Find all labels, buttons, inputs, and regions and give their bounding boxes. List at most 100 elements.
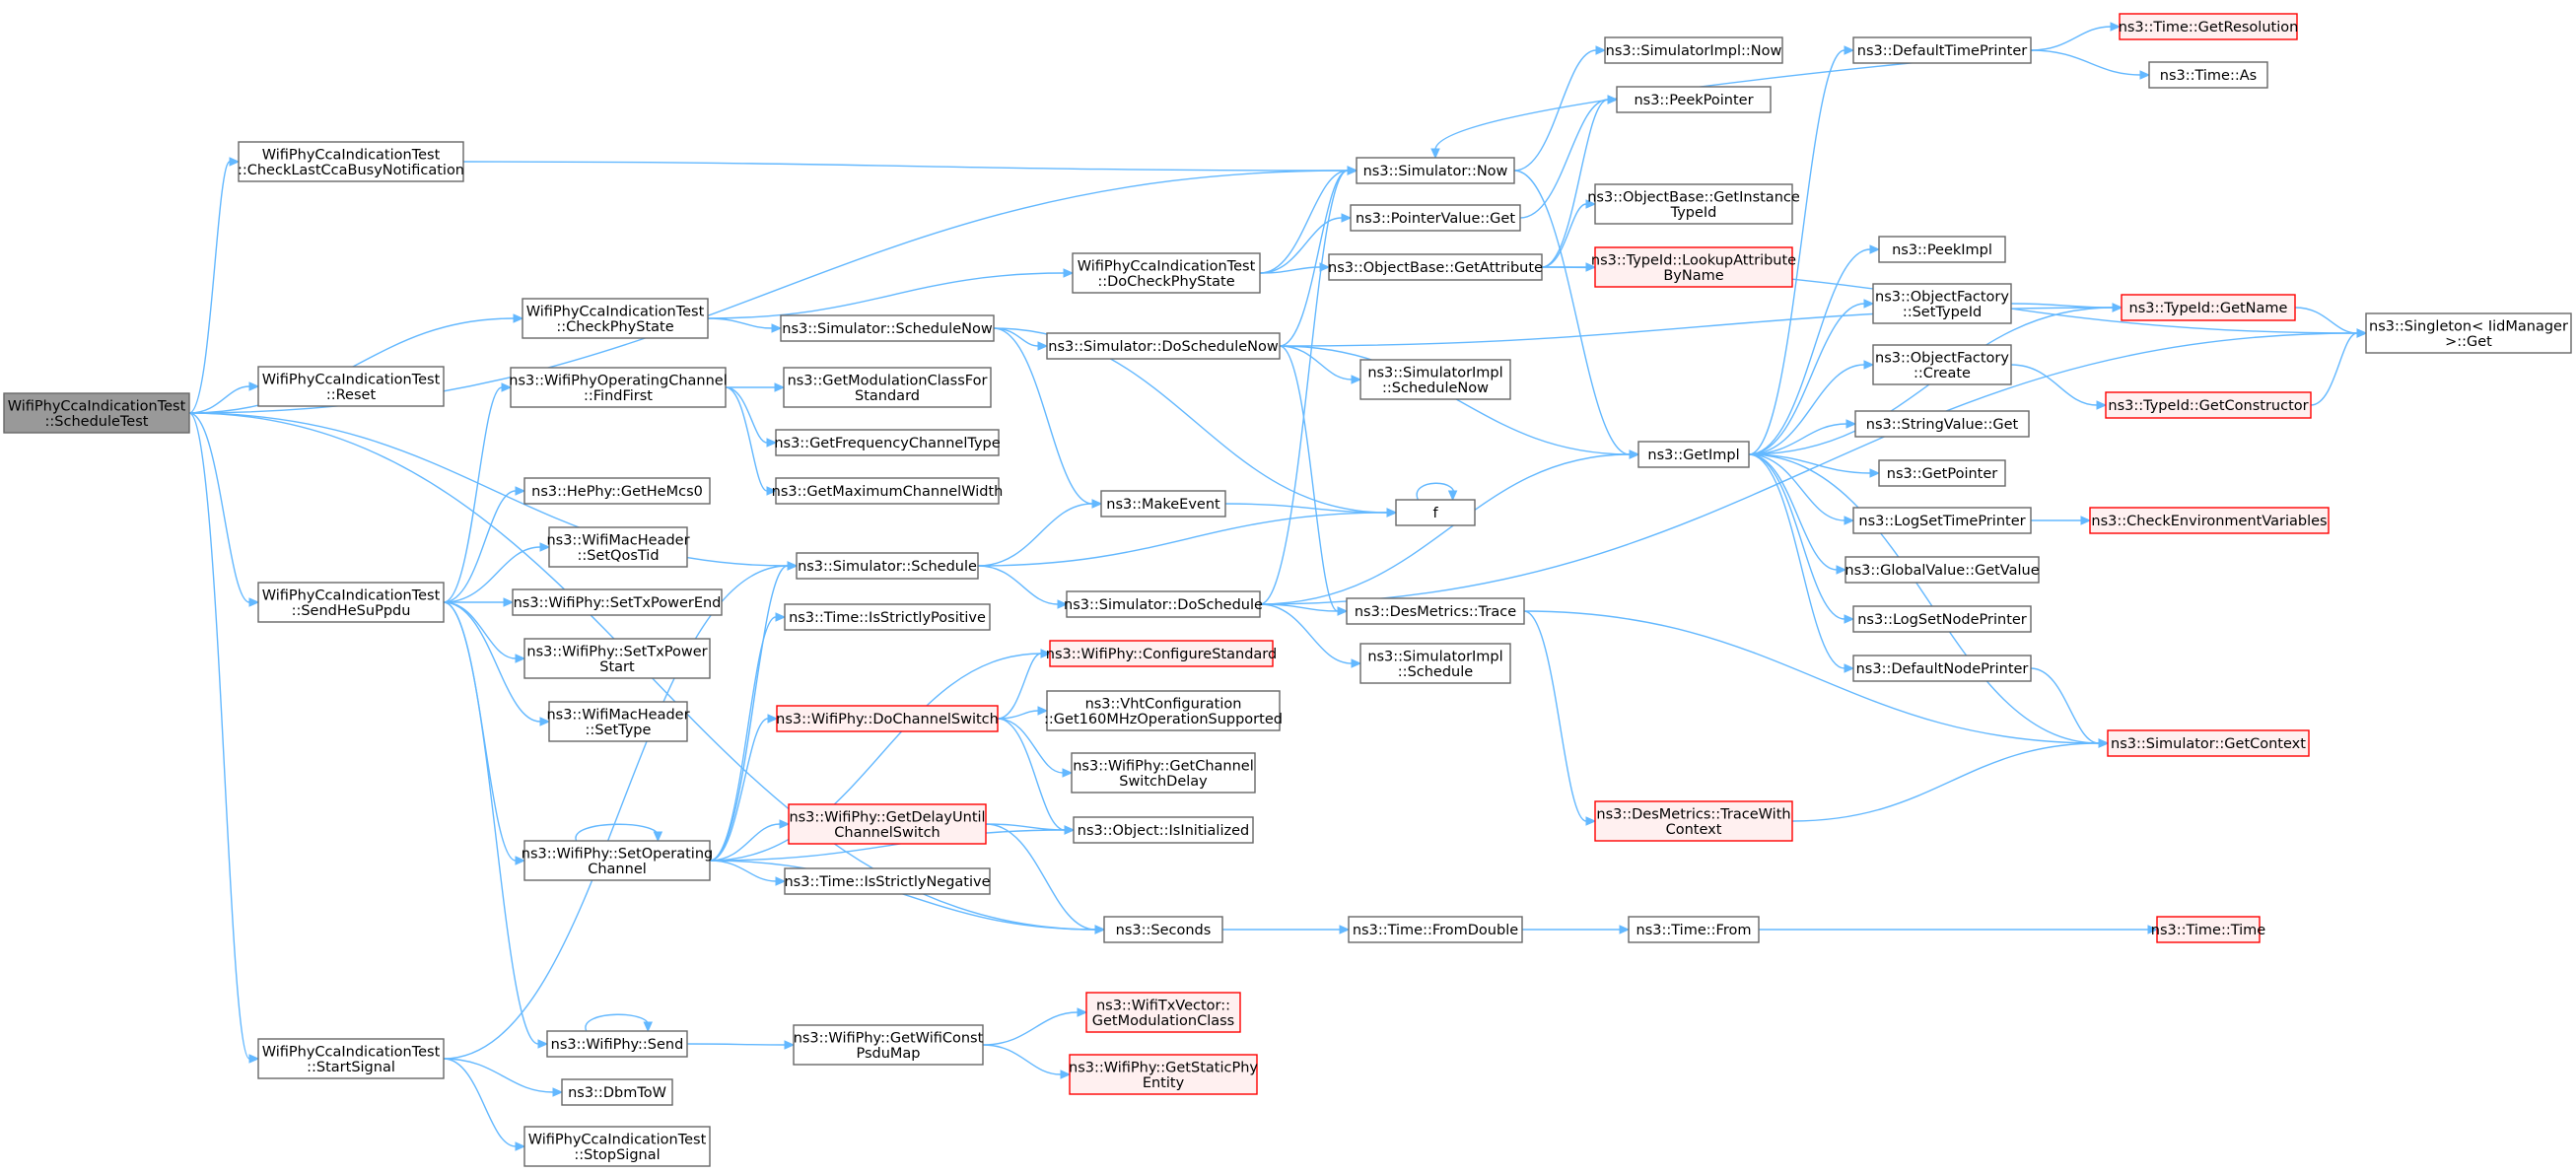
node-defTimePrinter[interactable]: ns3::DefaultTimePrinter (1852, 36, 2032, 64)
node-f[interactable]: f (1395, 499, 1476, 526)
node-dbmToW[interactable]: ns3::DbmToW (561, 1078, 673, 1106)
node-scheduleNow[interactable]: ns3::Simulator::ScheduleNow (780, 314, 995, 342)
node-simGetContext[interactable]: ns3::Simulator::GetContext (2107, 729, 2310, 757)
node-getHeMcs0[interactable]: ns3::HePhy::GetHeMcs0 (523, 477, 711, 505)
node-getAttribute[interactable]: ns3::ObjectBase::GetAttribute (1328, 253, 1543, 281)
node-getFreqChanType[interactable]: ns3::GetFrequencyChannelType (774, 429, 1001, 456)
edge-line (443, 1058, 517, 1147)
edge-arrowhead (1347, 166, 1358, 175)
node-ofSetTypeId[interactable]: ns3::ObjectFactory::SetTypeId (1872, 283, 2012, 324)
node-logSetNodePrinter[interactable]: ns3::LogSetNodePrinter (1852, 605, 2032, 633)
node-sendHeSu[interactable]: WifiPhyCcaIndicationTest::SendHeSuPpdu (257, 582, 445, 623)
node-pointerGet[interactable]: ns3::PointerValue::Get (1350, 204, 1521, 232)
node-send[interactable]: ns3::WifiPhy::Send (546, 1030, 688, 1058)
node-stopSignal[interactable]: WifiPhyCcaIndicationTest::StopSignal (523, 1126, 711, 1167)
node-box (1852, 507, 2032, 534)
node-isStrictlyNeg[interactable]: ns3::Time::IsStrictlyNegative (784, 867, 991, 895)
edge-arrowhead (2080, 516, 2092, 525)
node-label: WifiPhyCcaIndicationTest (262, 147, 441, 163)
node-desTrace[interactable]: ns3::DesMetrics::Trace (1346, 597, 1525, 625)
node-peekImpl[interactable]: ns3::PeekImpl (1878, 236, 2006, 263)
node-startSignal[interactable]: WifiPhyCcaIndicationTest::StartSignal (257, 1038, 445, 1079)
node-peekPointer[interactable]: ns3::PeekPointer (1616, 86, 1772, 113)
node-getPointer[interactable]: ns3::GetPointer (1878, 459, 2006, 487)
node-timeGetRes[interactable]: ns3::Time::GetResolution (2119, 13, 2299, 40)
node-implSchedule[interactable]: ns3::SimulatorImpl::Schedule (1359, 643, 1511, 684)
node-root[interactable]: WifiPhyCcaIndicationTest::ScheduleTest (3, 392, 190, 434)
node-doSchedule[interactable]: ns3::Simulator::DoSchedule (1064, 590, 1263, 618)
node-setType[interactable]: ns3::WifiMacHeader::SetType (546, 701, 690, 742)
node-label: ns3::SimulatorImpl (1367, 365, 1502, 380)
node-schedule[interactable]: ns3::Simulator::Schedule (796, 552, 979, 580)
node-ofCreate[interactable]: ns3::ObjectFactory::Create (1872, 344, 2012, 385)
node-findFirst[interactable]: ns3::WifiPhyOperatingChannel::FindFirst (509, 367, 728, 408)
edge-line (1748, 453, 1845, 521)
node-checkPhyState[interactable]: WifiPhyCcaIndicationTest::CheckPhyState (522, 298, 709, 339)
node-timeFromDouble[interactable]: ns3::Time::FromDouble (1348, 916, 1523, 943)
node-typeIdGetName[interactable]: ns3::TypeId::GetName (2121, 294, 2296, 321)
edge-arrowhead (787, 561, 799, 571)
node-getImpl[interactable]: ns3::GetImpl (1637, 441, 1750, 468)
node-checkLast[interactable]: WifiPhyCcaIndicationTest::CheckLastCcaBu… (238, 141, 464, 182)
node-implNow[interactable]: ns3::SimulatorImpl::Now (1604, 36, 1783, 64)
node-isInitialized[interactable]: ns3::Object::IsInitialized (1073, 816, 1254, 844)
node-setQosTid[interactable]: ns3::WifiMacHeader::SetQosTid (546, 526, 690, 568)
node-setTxPowerEnd[interactable]: ns3::WifiPhy::SetTxPowerEnd (512, 588, 723, 616)
node-simNow[interactable]: ns3::Simulator::Now (1356, 157, 1515, 184)
node-timeAs[interactable]: ns3::Time::As (2148, 61, 2268, 89)
node-timeTime[interactable]: ns3::Time::Time (2151, 916, 2266, 943)
node-vhtConfig[interactable]: ns3::VhtConfiguration::Get160MHzOperatio… (1044, 690, 1283, 731)
node-getMaxChanWidth[interactable]: ns3::GetMaximumChannelWidth (772, 477, 1004, 505)
node-checkEnvVars[interactable]: ns3::CheckEnvironmentVariables (2089, 507, 2330, 534)
node-label: ns3::Singleton< IidManager (2369, 318, 2568, 334)
node-doScheduleNow[interactable]: ns3::Simulator::DoScheduleNow (1046, 332, 1281, 360)
node-box (1852, 655, 2032, 682)
node-isStrictlyPos[interactable]: ns3::Time::IsStrictlyPositive (784, 603, 991, 631)
node-implScheduleNow[interactable]: ns3::SimulatorImpl::ScheduleNow (1359, 359, 1511, 400)
node-makeEvent[interactable]: ns3::MakeEvent (1100, 490, 1226, 518)
node-label: ns3::HePhy::GetHeMcs0 (531, 484, 703, 500)
call-edge-timeFromDouble-to-timeFrom (1521, 925, 1631, 934)
edge-line (585, 1013, 650, 1032)
node-label: ns3::WifiMacHeader (546, 532, 689, 548)
node-box (2121, 294, 2296, 321)
node-typeIdGetCtor[interactable]: ns3::TypeId::GetConstructor (2105, 391, 2312, 419)
edge-arrowhead (1077, 1007, 1088, 1017)
node-box (548, 526, 688, 568)
edge-arrowhead (503, 597, 515, 607)
edge-line (709, 823, 781, 862)
node-doCheckPhy[interactable]: WifiPhyCcaIndicationTest::DoCheckPhyStat… (1072, 252, 1261, 294)
edge-arrowhead (2112, 303, 2123, 312)
node-globalValueGet[interactable]: ns3::GlobalValue::GetValue (1845, 556, 2040, 584)
node-box (1100, 490, 1226, 518)
node-label: ::Create (1914, 366, 1971, 381)
node-timeFrom[interactable]: ns3::Time::From (1628, 916, 1760, 943)
node-seconds[interactable]: ns3::Seconds (1103, 916, 1223, 943)
edge-arrowhead (2096, 400, 2108, 410)
node-reset[interactable]: WifiPhyCcaIndicationTest::Reset (257, 366, 445, 407)
node-defNodePrinter[interactable]: ns3::DefaultNodePrinter (1852, 655, 2032, 682)
node-label: ns3::WifiPhy::GetWifiConst (794, 1030, 984, 1046)
node-doChanSwitch[interactable]: ns3::WifiPhy::DoChannelSwitch (776, 705, 999, 732)
edge-line (709, 860, 1096, 931)
node-box (775, 477, 1000, 505)
node-stringValueGet[interactable]: ns3::StringValue::Get (1854, 410, 2030, 438)
node-getModClass[interactable]: ns3::WifiTxVector::GetModulationClass (1085, 992, 1241, 1033)
node-label: ::Schedule (1398, 664, 1473, 680)
call-edge-doChanSwitch-to-configStd (997, 649, 1052, 720)
node-box (783, 367, 992, 408)
node-logSetTimePrinter[interactable]: ns3::LogSetTimePrinter (1852, 507, 2032, 534)
node-box (546, 1030, 688, 1058)
node-singletonGet[interactable]: ns3::Singleton< IidManager >::Get (2365, 312, 2572, 354)
node-configStd[interactable]: ns3::WifiPhy::ConfigureStandard (1046, 640, 1277, 667)
